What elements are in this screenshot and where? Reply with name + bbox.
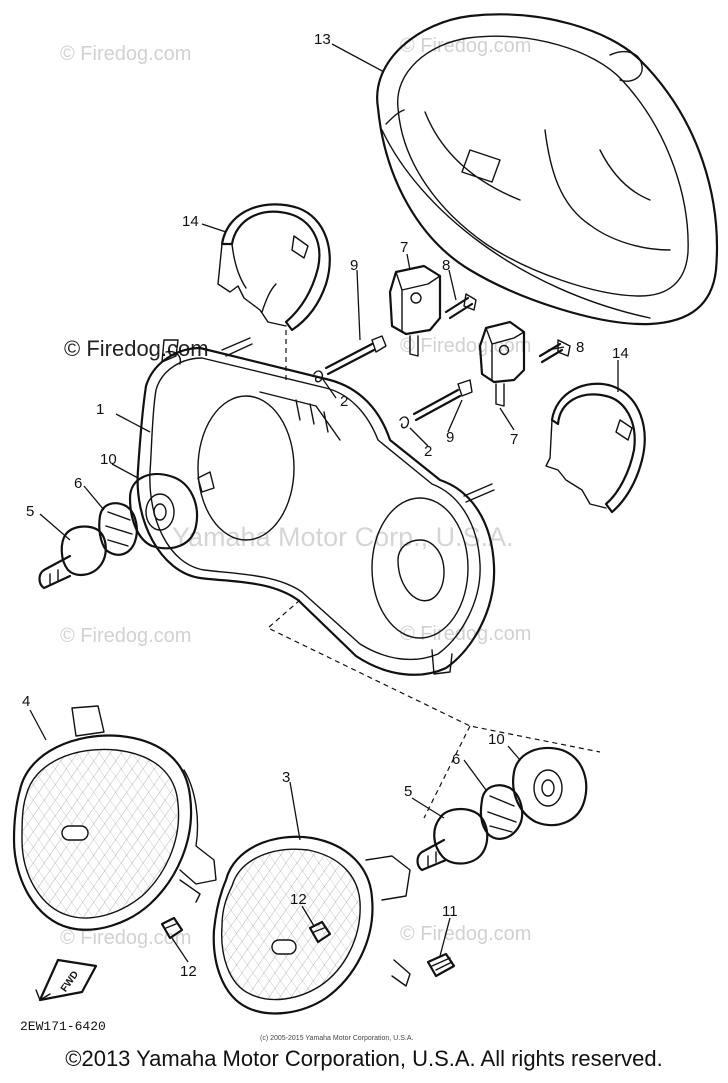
part-10-socket-cover-lower <box>512 746 588 827</box>
leader-lines <box>29 43 619 963</box>
callout-10-upper: 10 <box>100 451 117 468</box>
part-2-clip-lower <box>399 416 410 429</box>
part-3-headlight-right <box>212 835 411 1015</box>
part-6-bulb-socket-lower <box>479 784 524 840</box>
watermark-lower-left: © Firedog.com <box>60 625 191 647</box>
callout-6-upper: 6 <box>74 475 82 492</box>
callout-6-lower: 6 <box>452 751 460 768</box>
forward-arrow-label: FWD <box>59 969 81 994</box>
callout-9-upper: 9 <box>350 257 358 274</box>
part-12-screw-right <box>308 920 332 944</box>
callout-7-upper: 7 <box>400 239 408 256</box>
callout-2-lower: 2 <box>424 443 432 460</box>
watermark-top-left: © Firedog.com <box>60 43 191 65</box>
watermark-center: Yamaha Motor Corp., U.S.A. <box>172 522 514 552</box>
forward-arrow-icon: FWD <box>35 958 98 1002</box>
part-12-screw-left <box>160 916 184 940</box>
callout-12-left: 12 <box>180 963 197 980</box>
part-8-bolt-lower <box>538 339 571 364</box>
watermark-mid-left: © Firedog.com <box>64 336 209 361</box>
watermark-bottom-right: © Firedog.com <box>400 923 531 945</box>
callout-1: 1 <box>96 401 104 418</box>
part-14-inner-cover-right <box>545 382 646 514</box>
callout-14-lower: 14 <box>612 345 629 362</box>
callout-4: 4 <box>22 693 30 710</box>
assembly-line-upper <box>266 599 601 753</box>
callout-5-upper: 5 <box>26 503 34 520</box>
watermark-lower-right: © Firedog.com <box>400 623 531 645</box>
part-10-socket-cover-upper <box>128 472 198 550</box>
part-7-bracket-lower <box>478 320 526 407</box>
part-9-screw-upper <box>324 335 387 376</box>
callout-2-upper: 2 <box>340 393 348 410</box>
callout-9-lower: 9 <box>446 429 454 446</box>
part-11-pilot-bulb <box>426 952 456 978</box>
watermark-bottom-left: © Firedog.com <box>60 927 191 949</box>
part-4-headlight-left <box>12 705 217 931</box>
callout-10-lower: 10 <box>488 731 505 748</box>
part-9-screw-lower <box>412 379 473 422</box>
copyright-notice: ©2013 Yamaha Motor Corporation, U.S.A. A… <box>65 1046 663 1071</box>
part-5-bulb-lower <box>416 808 489 872</box>
part-13-meter-cover <box>376 13 719 326</box>
callout-11: 11 <box>442 903 458 920</box>
callout-5-lower: 5 <box>404 783 412 800</box>
part-8-bolt-upper <box>444 293 477 320</box>
callout-8-lower: 8 <box>576 339 584 356</box>
part-7-bracket-upper <box>388 264 442 357</box>
part-14-inner-cover-left <box>217 203 331 332</box>
callout-13: 13 <box>314 31 331 48</box>
callout-14-upper: 14 <box>182 213 199 230</box>
assembly-line-lower <box>423 725 471 819</box>
callout-12-right: 12 <box>290 891 307 908</box>
part-6-bulb-socket-upper <box>98 502 138 556</box>
watermark-top-right: © Firedog.com <box>400 35 531 57</box>
callout-7-lower: 7 <box>510 431 518 448</box>
fine-print: (c) 2005-2015 Yamaha Motor Corporation, … <box>260 1035 413 1042</box>
watermark-mid-right: © Firedog.com <box>400 335 531 357</box>
part-5-bulb-upper <box>38 525 107 590</box>
callout-3: 3 <box>282 769 290 786</box>
diagram-code: 2EW171-6420 <box>20 1019 106 1034</box>
callout-8-upper: 8 <box>442 257 450 274</box>
